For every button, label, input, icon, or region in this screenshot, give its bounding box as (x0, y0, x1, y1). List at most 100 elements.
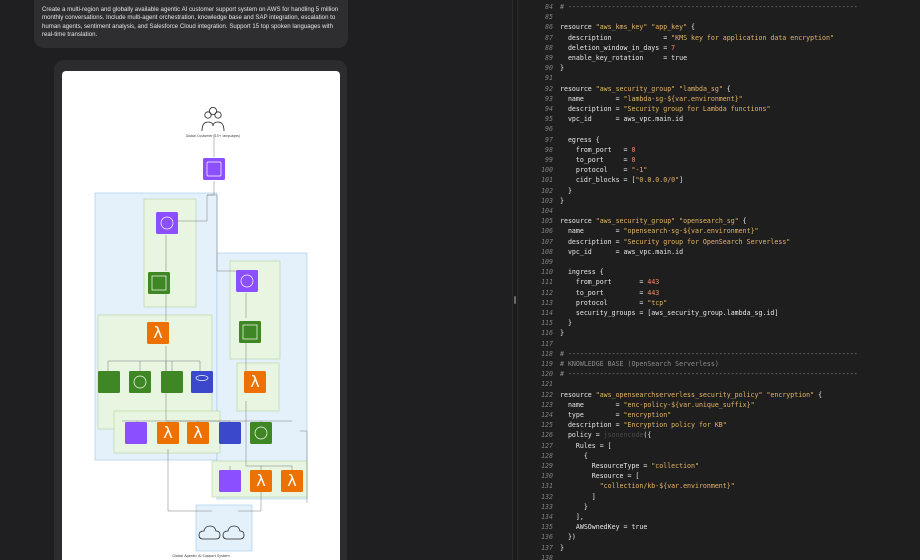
code-line[interactable]: 98 from_port = 0 (518, 145, 920, 156)
code-line[interactable]: 136 }) (518, 532, 920, 543)
line-number: 86 (545, 23, 553, 32)
line-number: 130 (541, 472, 553, 481)
line-number: 107 (541, 237, 553, 246)
line-number: 98 (545, 145, 553, 154)
divider-grip-icon[interactable] (514, 296, 516, 304)
line-number: 123 (541, 400, 553, 409)
eventbridge-secondary-icon (219, 470, 241, 492)
line-number: 114 (541, 309, 553, 317)
salesforce-lambda-secondary-icon (281, 470, 303, 492)
line-number: 84 (545, 3, 553, 11)
code-line[interactable]: 104 (518, 206, 920, 217)
line-source: protocol = "tcp" (560, 298, 668, 307)
code-line[interactable]: 124 type = "encryption" (518, 410, 920, 421)
code-line[interactable]: 137} (518, 543, 920, 554)
code-line[interactable]: 89 enable_key_rotation = true (518, 53, 920, 64)
code-line[interactable]: 114 security_groups = [aws_security_grou… (518, 308, 920, 319)
line-number: 113 (541, 298, 553, 307)
code-line[interactable]: 102 } (518, 186, 920, 197)
code-line[interactable]: 135 AWSOwnedKey = true (518, 522, 920, 533)
code-line[interactable]: 110 ingress { (518, 267, 920, 278)
line-source: "collection/kb-${var.environment}" (599, 482, 735, 491)
code-line[interactable]: 94 description = "Security group for Lam… (518, 104, 920, 115)
sentiment-agent-icon (129, 371, 151, 393)
line-source: to_port = 0 (560, 156, 636, 164)
code-line[interactable]: 118# -----------------------------------… (518, 349, 920, 360)
code-line[interactable]: 103} (518, 196, 920, 207)
code-line[interactable]: 97 egress { (518, 135, 920, 146)
code-line[interactable]: 113 protocol = "tcp" (518, 298, 920, 309)
code-line[interactable]: 100 protocol = "-1" (518, 165, 920, 176)
code-line[interactable]: 134 ], (518, 512, 920, 523)
code-line[interactable]: 123 name = "enc-policy-${var.unique_suff… (518, 400, 920, 411)
architecture-diagram[interactable]: Global Customer (15+ languages) λ λ (62, 71, 340, 560)
code-line[interactable]: 91 (518, 73, 920, 84)
code-line[interactable]: 133 } (518, 502, 920, 513)
code-line[interactable]: 126 policy = jsonencode({ (518, 430, 920, 441)
code-line[interactable]: 116} (518, 328, 920, 339)
code-line[interactable]: 101 cidr_blocks = ["0.0.0.0/0"] (518, 175, 920, 186)
code-line[interactable]: 85 (518, 12, 920, 23)
line-source: vpc_id = aws_vpc.main.id (560, 247, 684, 256)
code-line[interactable]: 84# ------------------------------------… (518, 2, 920, 13)
line-source: ingress { (560, 268, 604, 277)
line-number: 127 (541, 441, 553, 450)
code-line[interactable]: 88 deletion_window_in_days = 7 (518, 43, 920, 54)
code-line[interactable]: 131 "collection/kb-${var.environment}" (518, 481, 920, 492)
line-number: 135 (541, 523, 553, 532)
code-line[interactable]: 112 to_port = 443 (518, 288, 920, 299)
api-gateway-primary-icon (156, 212, 178, 234)
code-line[interactable]: 99 to_port = 0 (518, 155, 920, 166)
line-number: 119 (541, 360, 553, 368)
line-number: 91 (545, 74, 553, 83)
code-line[interactable]: 115 } (518, 318, 920, 329)
code-line[interactable]: 106 name = "opensearch-sg-${var.environm… (518, 226, 920, 237)
line-source: enable_key_rotation = true (560, 54, 688, 62)
line-source: cidr_blocks = ["0.0.0.0/0"] (560, 176, 684, 185)
line-number: 105 (541, 217, 553, 226)
code-line[interactable]: 132 ] (518, 492, 920, 503)
line-source: resource "aws_kms_key" "app_key" { (560, 23, 696, 32)
code-line[interactable]: 111 from_port = 443 (518, 277, 920, 288)
code-line[interactable]: 129 ResourceType = "collection" (518, 461, 920, 472)
code-line[interactable]: 109 (518, 257, 920, 268)
line-source: # --------------------------------------… (560, 370, 858, 379)
svg-text:λ: λ (256, 471, 265, 490)
code-line[interactable]: 121 (518, 379, 920, 390)
line-number: 128 (541, 451, 553, 460)
code-line[interactable]: 119# KNOWLEDGE BASE (OpenSearch Serverle… (518, 359, 920, 370)
code-line[interactable]: 128 { (518, 451, 920, 462)
code-line[interactable]: 95 vpc_id = aws_vpc.main.id (518, 114, 920, 125)
code-line[interactable]: 107 description = "Security group for Op… (518, 237, 920, 248)
code-line[interactable]: 87 description = "KMS key for applicatio… (518, 33, 920, 44)
line-source: name = "enc-policy-${var.unique_suffix}" (560, 400, 755, 409)
pane-divider[interactable] (512, 0, 518, 560)
code-editor[interactable]: 84 # ------------------------------------… (518, 0, 920, 560)
code-line[interactable]: 125 description = "Encryption policy for… (518, 420, 920, 431)
code-line[interactable]: 120# -----------------------------------… (518, 369, 920, 380)
line-source: Rules = [ (560, 441, 612, 450)
line-number: 97 (545, 135, 553, 144)
line-number: 118 (541, 349, 553, 358)
line-number: 101 (541, 176, 553, 185)
code-line[interactable]: 130 Resource = [ (518, 471, 920, 482)
line-number: 102 (541, 186, 553, 195)
line-source: } (560, 196, 564, 205)
code-line[interactable]: 127 Rules = [ (518, 441, 920, 452)
line-number: 94 (545, 105, 553, 113)
code-line[interactable]: 93 name = "lambda-sg-${var.environment}" (518, 94, 920, 105)
chat-pane: Create a multi-region and globally avail… (34, 0, 348, 560)
salesforce-lambda-icon (187, 422, 209, 444)
line-number: 99 (545, 156, 553, 164)
code-line[interactable]: 86 resource "aws_kms_key" "app_key" { (518, 22, 920, 33)
code-line[interactable]: 96 (518, 124, 920, 135)
line-number: 108 (541, 247, 553, 256)
code-line[interactable]: 138 (518, 553, 920, 560)
code-line[interactable]: 117 (518, 339, 920, 350)
line-number: 95 (545, 115, 553, 124)
code-line[interactable]: 90} (518, 63, 920, 74)
code-line[interactable]: 108 vpc_id = aws_vpc.main.id (518, 247, 920, 258)
